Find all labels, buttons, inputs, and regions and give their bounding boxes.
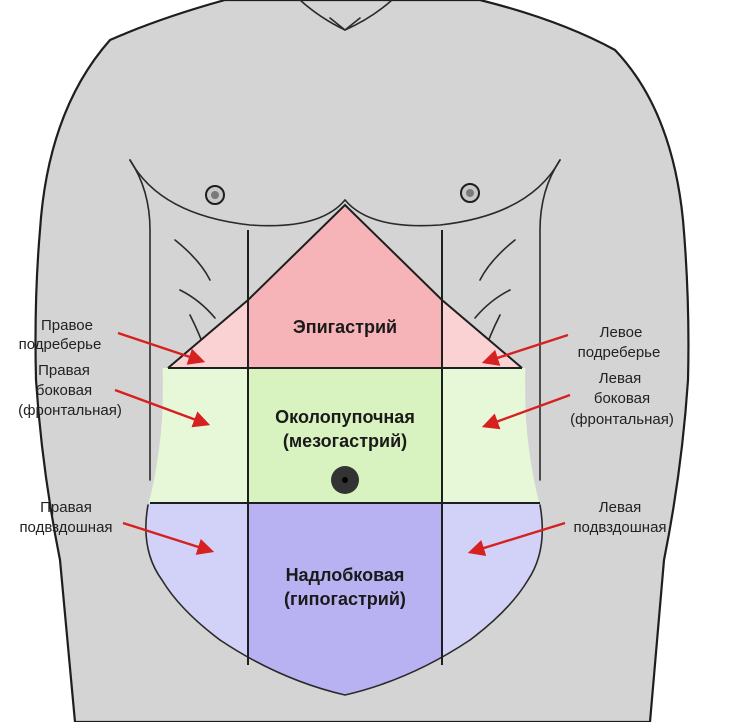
- label-umbilical-line2: (мезогастрий): [283, 431, 407, 451]
- label-left-hypochondrium-line1: Левое: [600, 324, 643, 341]
- label-umbilical-line1: Околопупочная: [275, 407, 415, 427]
- label-right-iliac-line2: подвздошная: [19, 519, 112, 536]
- label-right-hypochondrium-line1: Правое: [41, 317, 93, 334]
- right-nipple-center: [211, 191, 219, 199]
- label-hypogastric-line2: (гипогастрий): [284, 589, 406, 609]
- label-left-lateral-line2: боковая: [594, 390, 650, 407]
- region-hypogastric: [248, 503, 442, 695]
- region-grid: [150, 203, 540, 665]
- left-arm-line: [539, 159, 561, 481]
- label-left-hypochondrium-line2: подреберье: [578, 344, 661, 361]
- arrow-left-lateral: [481, 393, 571, 430]
- sternal-notch: [329, 17, 361, 32]
- right-arm-line: [129, 159, 151, 481]
- label-left-lateral-line1: Левая: [599, 370, 641, 387]
- arrow-left-hypochondrium: [481, 333, 569, 366]
- left-hip-line: [469, 504, 544, 641]
- right-hip-line: [145, 504, 221, 641]
- label-left-lateral-line3: (фронтальная): [570, 411, 674, 428]
- region-epigastric: [248, 205, 442, 368]
- label-right-iliac-line1: Правая: [40, 499, 92, 516]
- label-right-lateral-line3: (фронтальная): [18, 402, 122, 419]
- groin-bottom-line: [219, 639, 471, 696]
- right-pectoral-line: [129, 159, 346, 227]
- grid-costal-margin: [167, 203, 523, 369]
- umbilicus-center: [342, 477, 348, 483]
- arrow-right-lateral: [114, 388, 211, 428]
- left-pectoral-line: [344, 159, 561, 227]
- left-nipple-center: [466, 189, 474, 197]
- label-epigastric: Эпигастрий: [293, 317, 397, 337]
- arrow-right-hypochondrium: [117, 331, 206, 365]
- region-right-lateral: [145, 368, 248, 503]
- label-right-lateral-line1: Правая: [38, 362, 90, 379]
- label-left-iliac-line1: Левая: [599, 499, 641, 516]
- arrow-right-iliac: [122, 521, 215, 555]
- label-hypogastric-line1: Надлобковая: [286, 565, 405, 585]
- label-left-iliac-line2: подвздошная: [573, 519, 666, 536]
- label-right-lateral-line2: боковая: [36, 382, 92, 399]
- arrow-left-iliac: [467, 521, 566, 557]
- label-right-hypochondrium-line2: подреберье: [19, 336, 102, 353]
